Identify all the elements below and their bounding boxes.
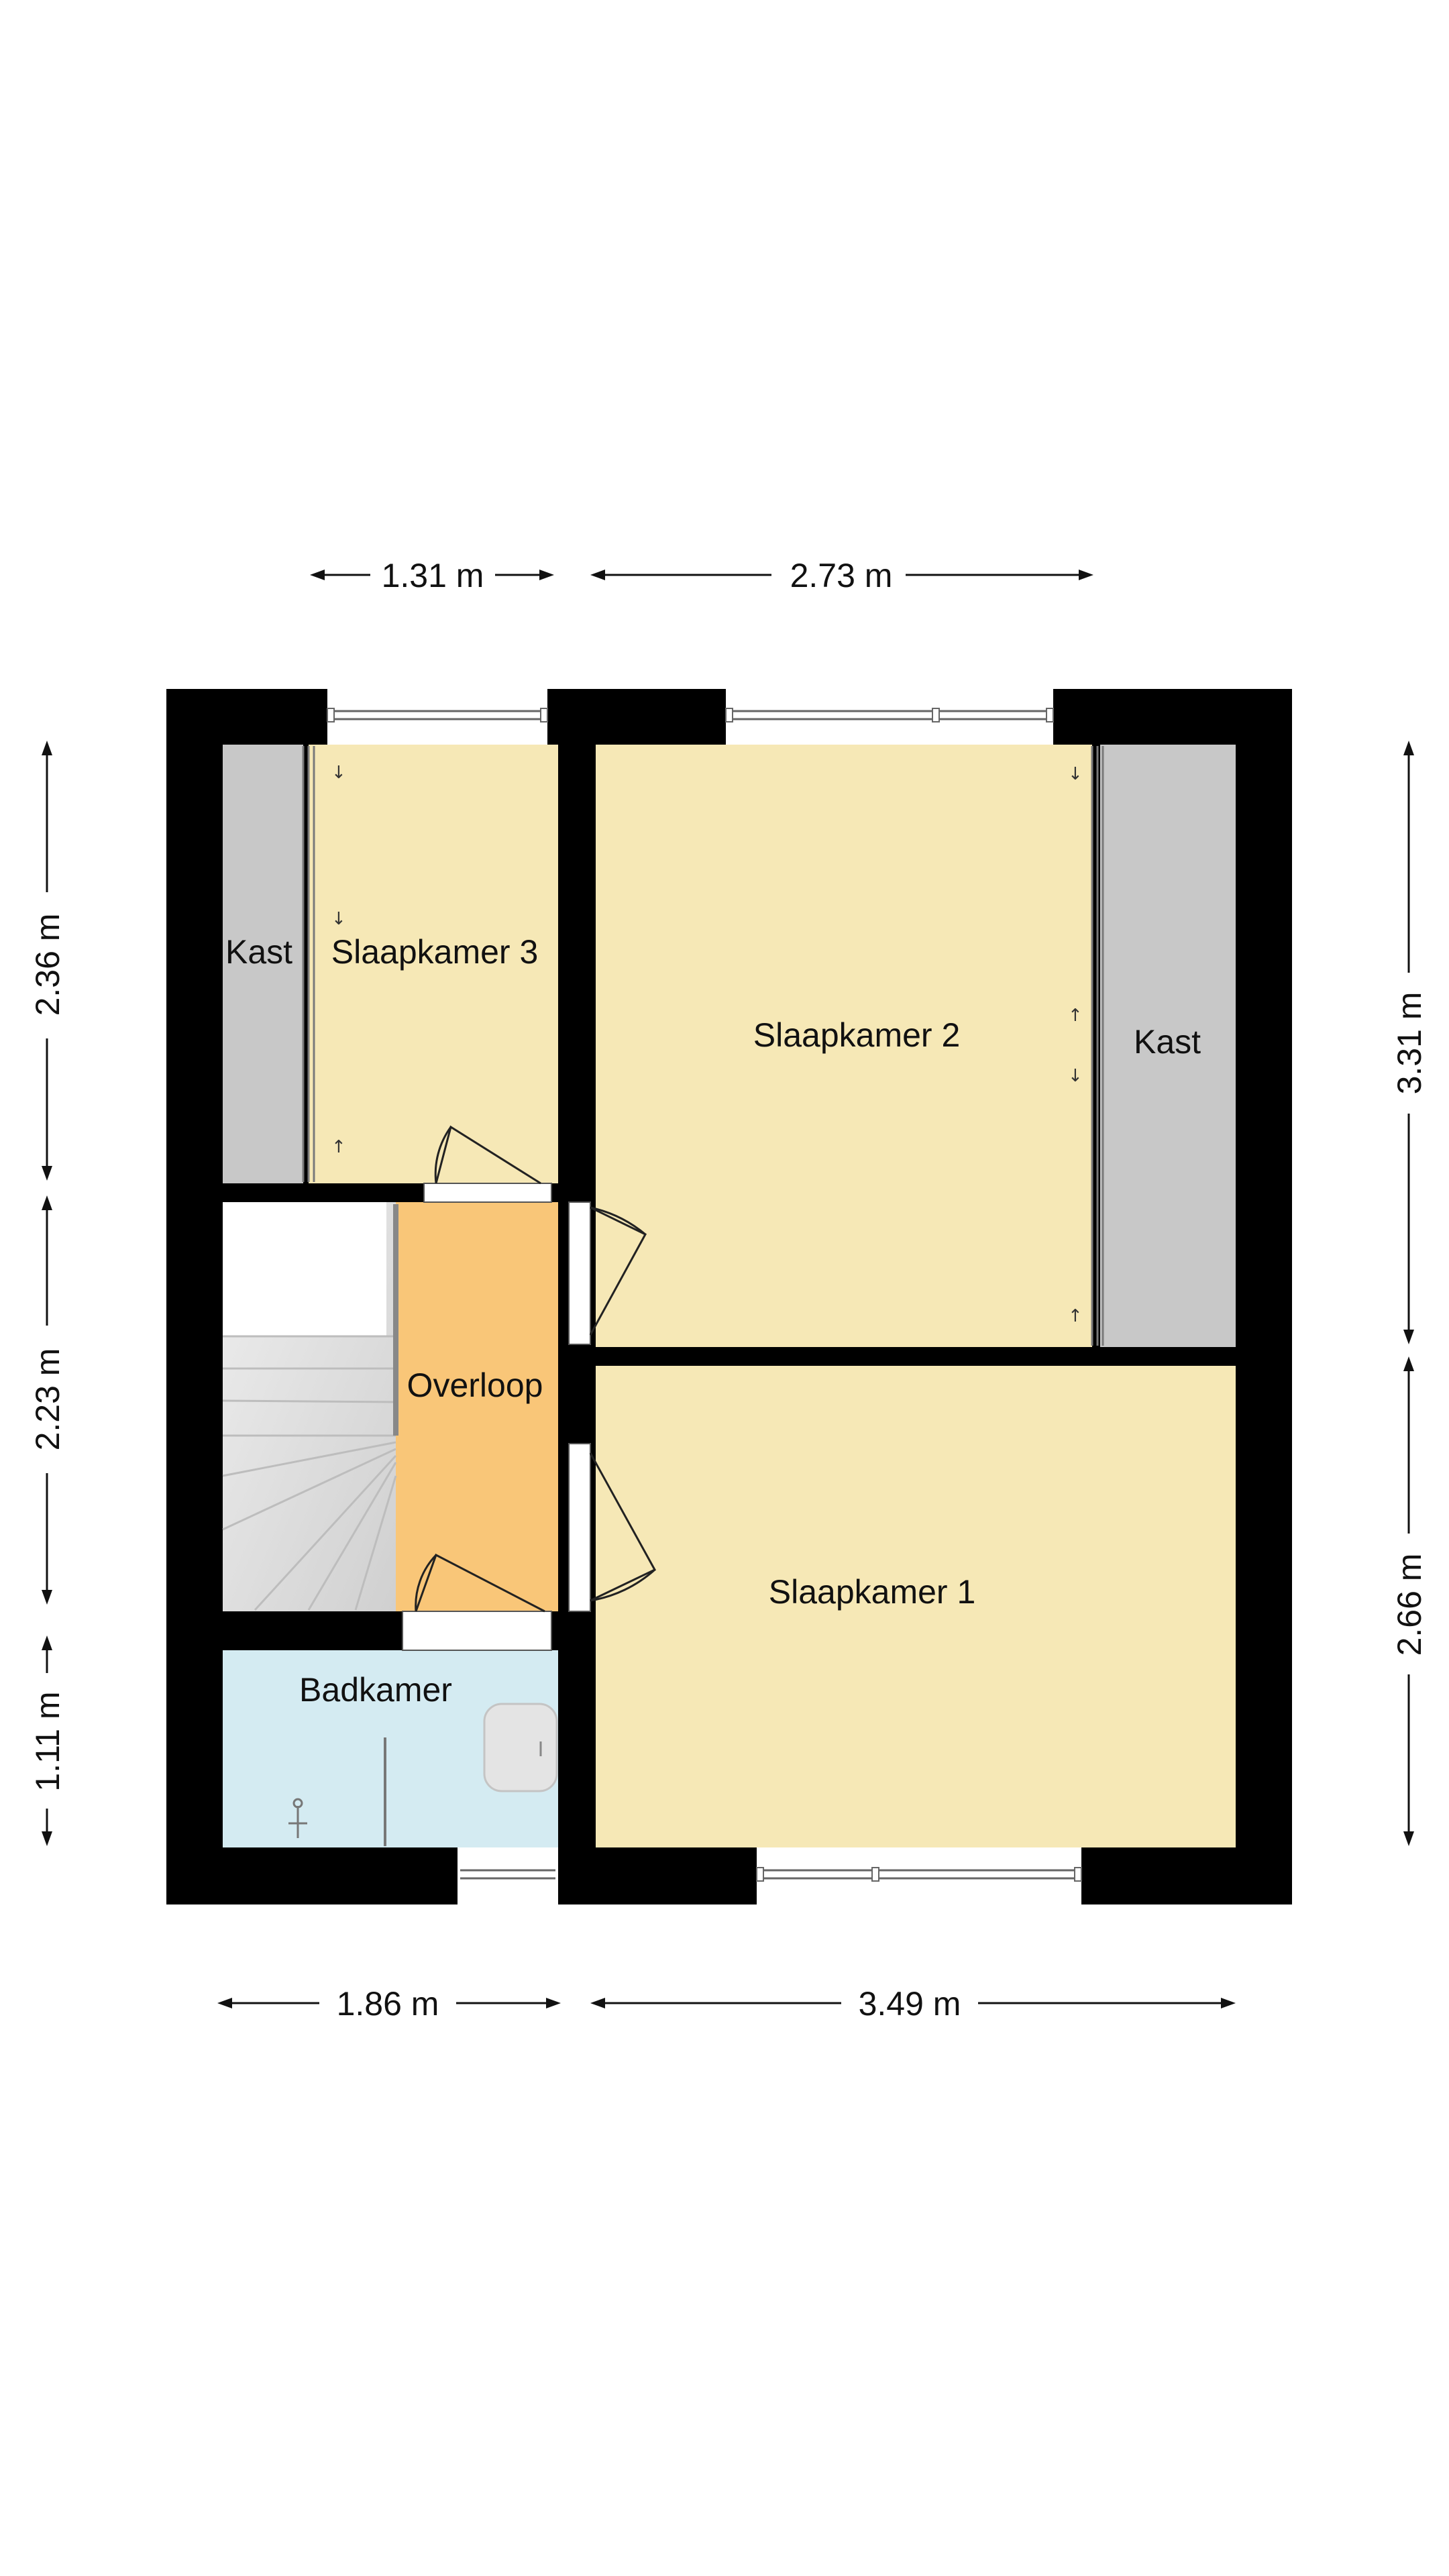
badkamer-label: Badkamer xyxy=(299,1671,452,1709)
door-openings xyxy=(402,1183,591,1651)
svg-text:↑: ↑ xyxy=(331,1137,346,1157)
dim-left-top-label: 2.36 m xyxy=(29,914,66,1016)
stair-treads xyxy=(222,1335,397,1611)
dimension-top-left: 1.31 m xyxy=(310,557,554,594)
svg-text:↓: ↓ xyxy=(1068,764,1083,784)
dim-left-bottom-label: 1.11 m xyxy=(29,1691,66,1791)
dimension-left-bottom: 1.11 m xyxy=(29,1635,66,1846)
dimension-left-middle: 2.23 m xyxy=(29,1195,66,1605)
svg-text:↓: ↓ xyxy=(331,763,346,783)
dim-right-top-label: 3.31 m xyxy=(1391,992,1428,1095)
dimension-bottom-right: 3.49 m xyxy=(590,1985,1236,2023)
dimension-left-top: 2.36 m xyxy=(29,741,66,1181)
dim-top-left-label: 1.31 m xyxy=(382,557,484,594)
dimension-right-top: 3.31 m xyxy=(1391,741,1428,1344)
svg-text:↑: ↑ xyxy=(1068,1006,1083,1026)
sink xyxy=(483,1703,558,1792)
svg-text:↓: ↓ xyxy=(331,909,346,929)
kast-right-floor xyxy=(1100,745,1236,1347)
window-badkamer xyxy=(458,1847,558,1904)
slaapkamer-2-floor xyxy=(596,745,1092,1347)
stair-opening xyxy=(223,1202,386,1336)
dimension-top-right: 2.73 m xyxy=(590,557,1093,594)
svg-text:↑: ↑ xyxy=(1068,1306,1083,1326)
window-slaapkamer-1 xyxy=(756,1847,1082,1904)
dimension-right-bottom: 2.66 m xyxy=(1391,1356,1428,1846)
svg-text:↓: ↓ xyxy=(1068,1066,1083,1086)
closet-arrows: ↓ ↓ ↑ ↓ ↑ ↓ ↑ xyxy=(331,763,1083,1326)
slaapkamer-1-label: Slaapkamer 1 xyxy=(769,1573,976,1611)
overloop-floor xyxy=(396,1202,558,1611)
overloop-label: Overloop xyxy=(407,1366,543,1404)
window-slaapkamer-3 xyxy=(327,689,548,745)
window-slaapkamer-2 xyxy=(725,689,1054,745)
door-swings xyxy=(415,1125,657,1613)
slaapkamer-2-label: Slaapkamer 2 xyxy=(753,1016,961,1054)
slaapkamer-3-label: Slaapkamer 3 xyxy=(331,933,539,971)
dim-top-right-label: 2.73 m xyxy=(790,557,893,594)
closet-door-left xyxy=(302,746,315,1182)
dim-right-bottom-label: 2.66 m xyxy=(1391,1554,1428,1656)
dim-left-middle-label: 2.23 m xyxy=(29,1348,66,1451)
kast-left-label: Kast xyxy=(225,933,292,971)
slaapkamer-1-floor xyxy=(596,1366,1236,1847)
closet-door-right xyxy=(1091,746,1104,1346)
dimension-bottom-left: 1.86 m xyxy=(217,1985,561,2023)
windows xyxy=(327,689,1082,1904)
slaapkamer-3-floor xyxy=(309,745,558,1183)
kast-right-label: Kast xyxy=(1134,1023,1201,1061)
dim-bottom-left-label: 1.86 m xyxy=(337,1985,439,2023)
kast-left-floor xyxy=(223,745,303,1183)
dim-bottom-right-label: 3.49 m xyxy=(859,1985,961,2023)
bathroom-fixtures xyxy=(288,1703,558,1846)
shower-fixture xyxy=(288,1798,307,1838)
